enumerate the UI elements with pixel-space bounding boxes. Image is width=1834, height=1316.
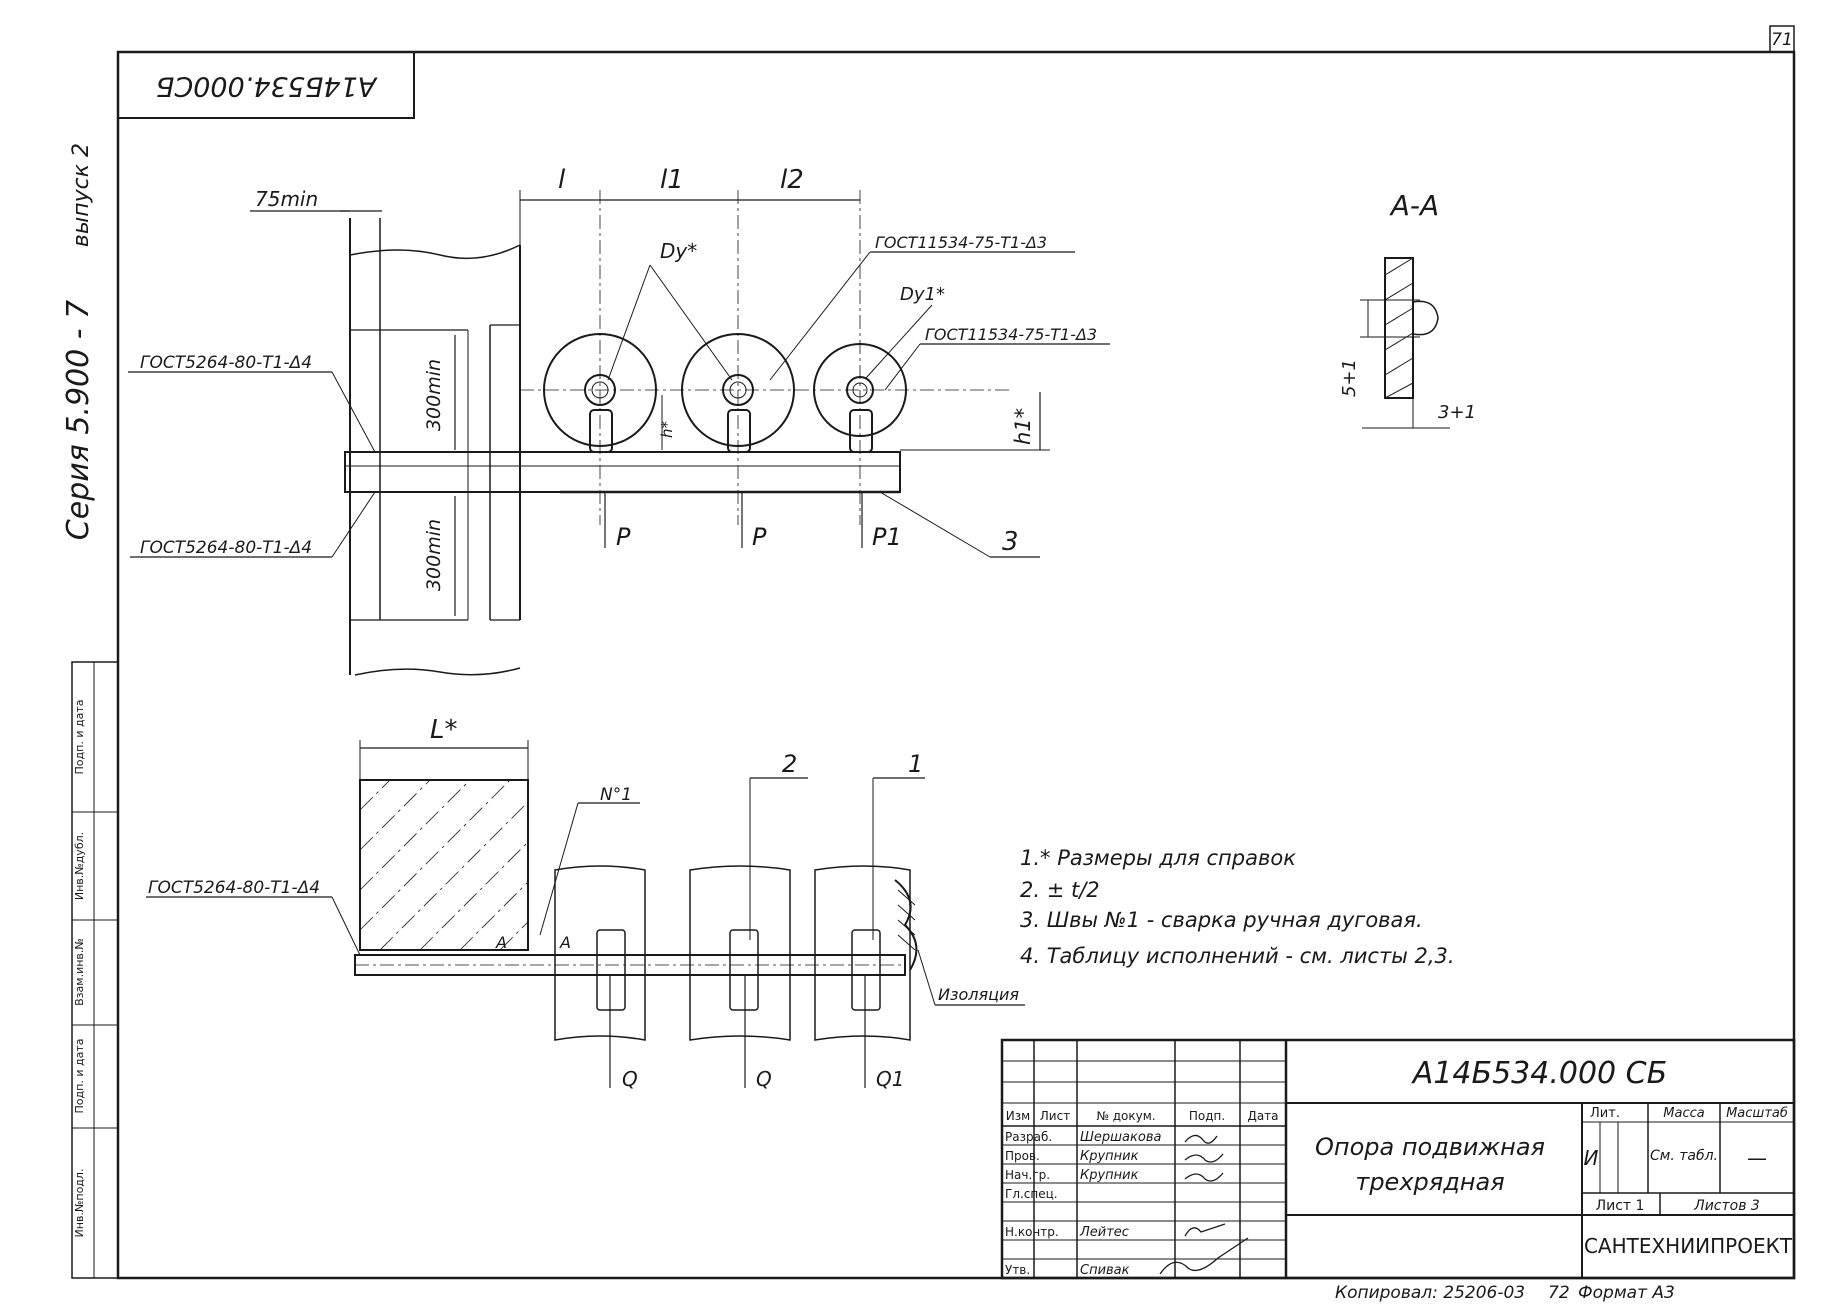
plan-pipe-3 (814, 865, 911, 1041)
load-p2: P (752, 523, 767, 551)
tb-sheet: Лист 1 (1596, 1198, 1645, 1214)
tb-col-doc: № докум. (1096, 1109, 1155, 1123)
position-3: 3 (1002, 527, 1019, 557)
tb-doc-code: А14Б534.000 СБ (1411, 1056, 1667, 1091)
dim-L: L* (430, 715, 458, 745)
tb-mass-value: См. табл. (1650, 1148, 1718, 1164)
plan-view: L* Изоляция N°1 А А (146, 715, 1025, 1091)
tb-col-izm: Изм (1006, 1109, 1030, 1123)
dim-dy1: Dy1* (900, 284, 945, 305)
signature-4 (1184, 1223, 1226, 1237)
signature-5 (1159, 1237, 1249, 1275)
dim-l1: l1 (660, 165, 684, 195)
weld-no1: N°1 (600, 785, 632, 805)
section-dim-5: 5+1 (1339, 359, 1360, 397)
tb-name-1: Шершакова (1080, 1130, 1161, 1145)
dim-75min: 75min (255, 187, 318, 211)
load-q2: Q (756, 1067, 772, 1091)
title-block: Изм Лист № докум. Подп. Дата Разраб. Шер… (1000, 1038, 1796, 1280)
plan-pipe-1 (554, 865, 646, 1041)
tb-lit-value: И (1584, 1146, 1599, 1170)
series-code: Серия 5.900 - 7 (61, 300, 96, 540)
weld-gost-left1: ГОСТ5264-80-Т1-Δ4 (140, 353, 312, 373)
strip-label-5: Инв.№подл. (73, 1169, 86, 1238)
tb-title-line1: Опора подвижная (1315, 1133, 1545, 1161)
signature-3 (1184, 1172, 1224, 1182)
section-mark-2: А (559, 933, 571, 952)
weld-gost-top2: ГОСТ11534-75-Т1-Δ3 (925, 325, 1097, 344)
front-view: 75min 300min 300min l l1 l2 Dy* D (128, 165, 1110, 676)
support-beam (344, 451, 901, 493)
position-1: 1 (908, 750, 923, 778)
dim-300min-bottom: 300min (423, 519, 445, 591)
weld-gost-left2: ГОСТ5264-80-Т1-Δ4 (140, 538, 312, 558)
signature-2 (1184, 1153, 1224, 1163)
tb-mass-label: Масса (1663, 1106, 1704, 1121)
tb-role-2: Пров. (1005, 1149, 1040, 1163)
tb-name-3: Крупник (1080, 1168, 1139, 1183)
weld-gost-top1: ГОСТ11534-75-Т1-Δ3 (875, 233, 1047, 252)
weld-gost-plan: ГОСТ5264-80-Т1-Δ4 (148, 878, 320, 898)
tb-role-6: Утв. (1005, 1263, 1030, 1277)
section-mark-1: А (495, 933, 507, 952)
signature-1 (1184, 1134, 1218, 1144)
section-dim-3: 3+1 (1438, 402, 1476, 423)
tb-col-date: Дата (1247, 1109, 1278, 1123)
section-a-a: А-А 5+1 3+1 (1339, 189, 1476, 429)
tb-role-3: Нач.гр. (1005, 1168, 1050, 1182)
tb-name-5: Лейтес (1079, 1225, 1129, 1240)
strip-label-3: Взам.инв.№ (73, 938, 86, 1006)
tb-name-2: Крупник (1080, 1149, 1139, 1164)
tb-name-6: Спивак (1080, 1263, 1130, 1278)
strip-label-1: Подп. и дата (73, 700, 86, 775)
dim-h1: h1* (1011, 408, 1035, 445)
notes: 1.* Размеры для справок 2. ± t/2 3. Швы … (1020, 846, 1455, 968)
load-p3: P1 (872, 523, 902, 551)
top-stamp-box (117, 51, 415, 119)
insulation-label: Изоляция (938, 985, 1019, 1004)
tb-org: САНТЕХНИИПРОЕКТ (1584, 1234, 1793, 1258)
note-1: 1.* Размеры для справок (1020, 846, 1296, 870)
load-q1: Q (622, 1067, 638, 1091)
tb-role-5: Н.контр. (1005, 1225, 1059, 1239)
issue-label: выпуск 2 (69, 143, 94, 247)
dim-l: l (558, 165, 566, 195)
footer-format: Формат А3 (1578, 1283, 1675, 1303)
dim-l2: l2 (780, 165, 804, 195)
tb-sheets: Листов 3 (1693, 1198, 1760, 1214)
dim-h: h* (658, 420, 676, 438)
sheet-number: 71 (1771, 30, 1793, 50)
load-p1: P (616, 523, 631, 551)
tb-role-4: Гл.спец. (1005, 1187, 1058, 1201)
plan-pipe-2 (689, 865, 791, 1041)
footer-copied: Копировал: 25206-03 (1335, 1283, 1525, 1303)
note-3: 3. Швы №1 - сварка ручная дуговая. (1020, 908, 1423, 932)
tb-col-list: Лист (1040, 1109, 1070, 1123)
sheet-number-box (1769, 25, 1795, 53)
tb-lit-label: Лит. (1590, 1106, 1620, 1121)
top-stamp-code: А14Б534.000СБ (156, 71, 378, 102)
section-label: А-А (1389, 189, 1439, 222)
tb-title-line2: трехрядная (1355, 1168, 1504, 1196)
dim-dy: Dy* (660, 239, 697, 263)
load-q3: Q1 (876, 1067, 904, 1091)
position-2: 2 (782, 750, 797, 778)
tb-scale-label: Масштаб (1726, 1106, 1788, 1121)
footer-page: 72 (1548, 1283, 1570, 1303)
tb-scale-value: — (1747, 1146, 1767, 1170)
dim-300min-top: 300min (423, 359, 445, 431)
note-4: 4. Таблицу исполнений - см. листы 2,3. (1020, 944, 1455, 968)
left-strip (71, 661, 119, 1279)
note-2: 2. ± t/2 (1020, 878, 1100, 902)
tb-role-1: Разраб. (1005, 1130, 1052, 1144)
column-section (359, 779, 529, 951)
tb-col-sign: Подп. (1189, 1109, 1225, 1123)
strip-label-2: Инв.№дубл. (73, 832, 86, 900)
strip-label-4: Подп. и дата (73, 1039, 86, 1114)
